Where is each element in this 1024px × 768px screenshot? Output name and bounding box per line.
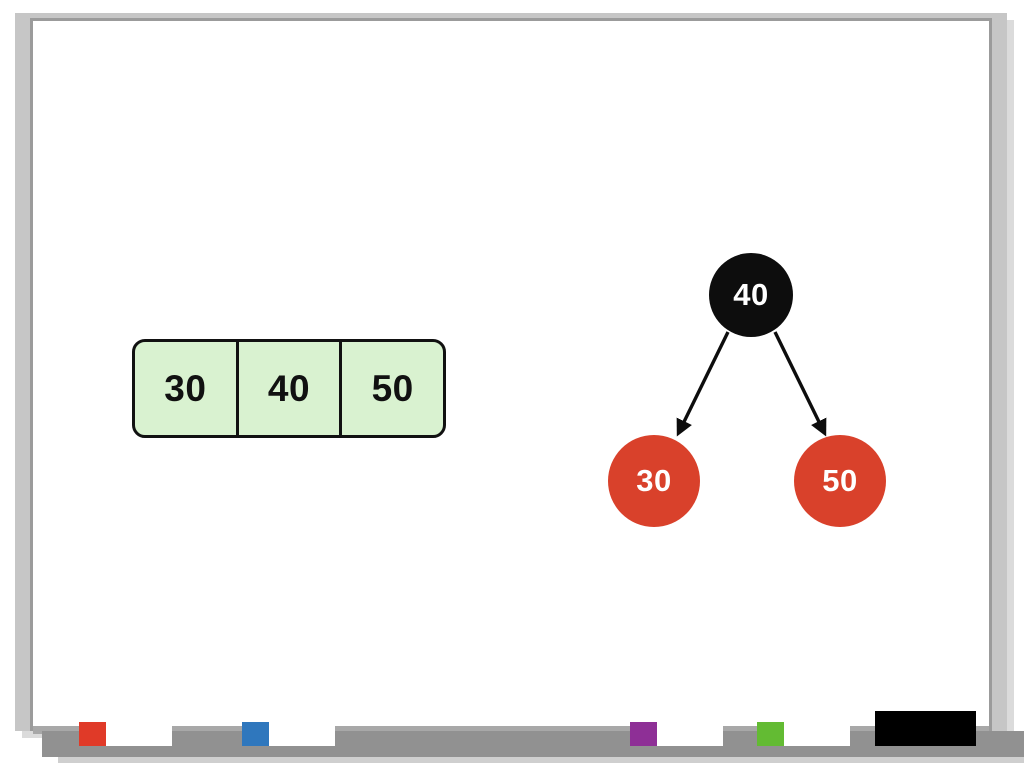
marker-tray xyxy=(42,731,1024,757)
array-diagram: 30 40 50 xyxy=(132,339,446,438)
edge-root-to-right xyxy=(773,331,827,437)
array-cell-1: 40 xyxy=(239,342,343,435)
purple-marker[interactable] xyxy=(630,722,723,746)
tray-lip xyxy=(33,726,989,734)
red-marker-body xyxy=(106,722,172,746)
tree-node-root: 40 xyxy=(709,253,793,337)
array-cell-2: 50 xyxy=(371,367,414,409)
edge-root-to-left xyxy=(676,331,730,437)
green-marker-body xyxy=(784,722,850,746)
tree-node-left-child: 30 xyxy=(608,435,700,527)
green-marker-cap xyxy=(757,722,784,746)
eraser[interactable] xyxy=(875,711,976,746)
red-marker[interactable] xyxy=(79,722,172,746)
blue-marker-body xyxy=(269,722,335,746)
red-marker-cap xyxy=(79,722,106,746)
tray-shadow xyxy=(58,757,1024,763)
purple-marker-cap xyxy=(630,722,657,746)
array-cell-0: 30 xyxy=(135,342,239,435)
blue-marker-cap xyxy=(242,722,269,746)
tree-edges xyxy=(676,331,827,437)
green-marker[interactable] xyxy=(757,722,850,746)
tree-node-right-child: 50 xyxy=(794,435,886,527)
purple-marker-body xyxy=(657,722,723,746)
blue-marker[interactable] xyxy=(242,722,335,746)
